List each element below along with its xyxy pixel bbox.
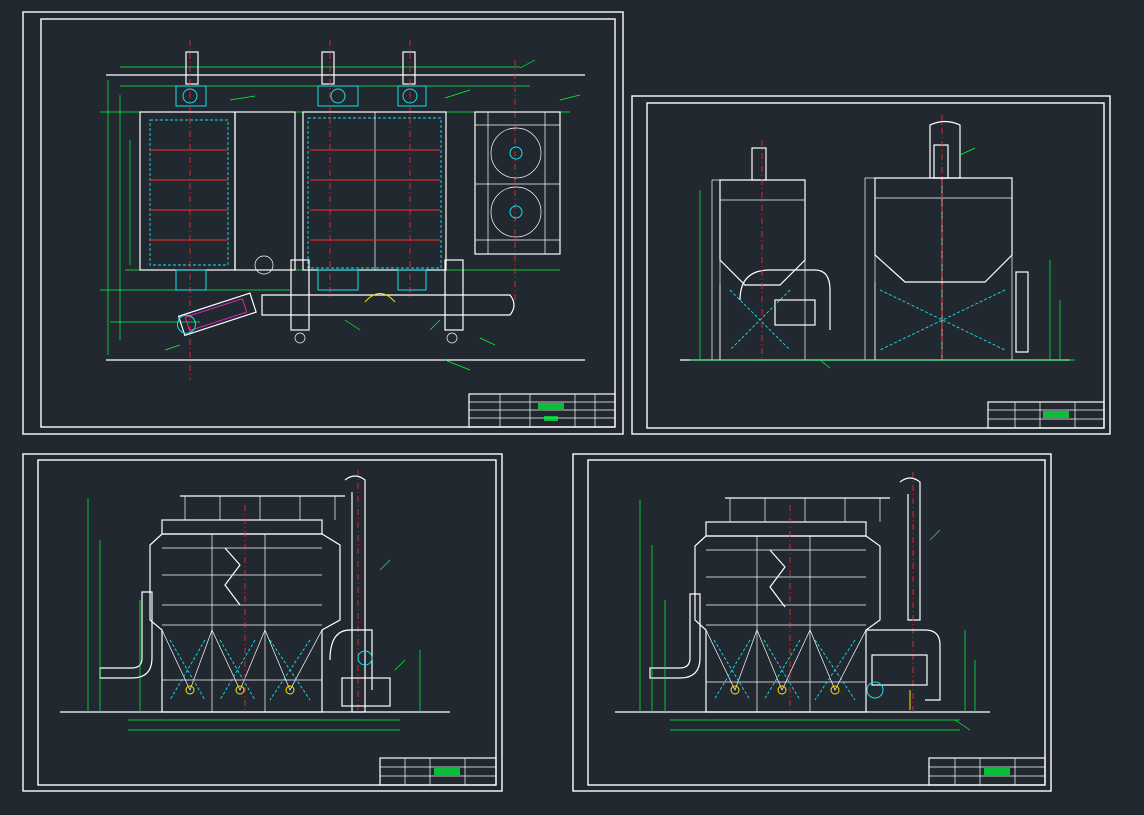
title-block [468, 393, 616, 428]
sheet-side-elevation [631, 95, 1111, 435]
sheet-plan-view [22, 11, 624, 435]
sheet-front-elevation-a [22, 453, 503, 792]
sheet-front-elevation-b [572, 453, 1052, 792]
title-block [379, 757, 497, 786]
title-block [928, 757, 1046, 786]
title-block [987, 401, 1105, 429]
